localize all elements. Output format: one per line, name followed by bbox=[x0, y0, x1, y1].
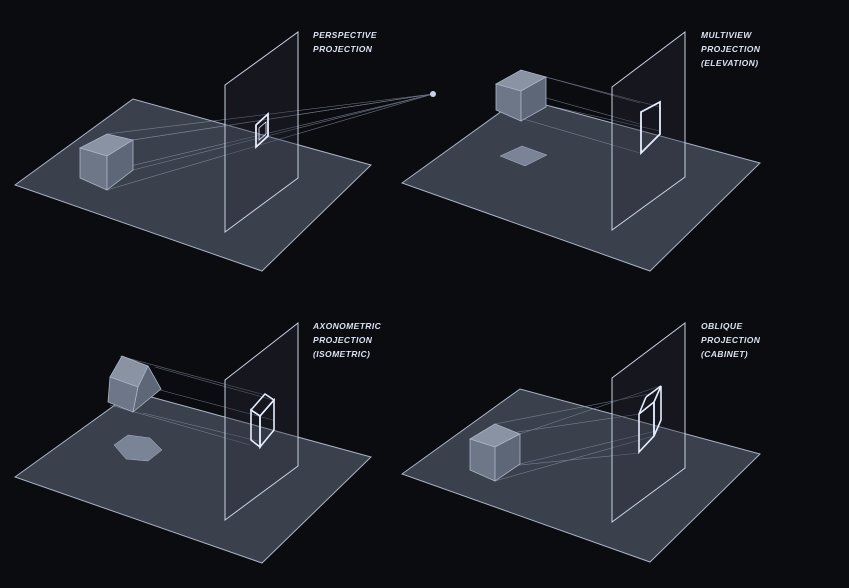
projection-lines bbox=[79, 93, 434, 191]
label-line: OBLIQUE bbox=[701, 321, 743, 331]
projection-plane bbox=[224, 321, 299, 521]
ground-plane bbox=[13, 391, 372, 564]
label-line: PROJECTION bbox=[313, 44, 373, 54]
oblique-diagram bbox=[400, 321, 761, 563]
projection-plane bbox=[224, 31, 299, 233]
axonometric-projection-label: AXONOMETRIC PROJECTION (ISOMETRIC) bbox=[313, 319, 381, 361]
label-line: AXONOMETRIC bbox=[313, 321, 382, 331]
oblique-projection-label: OBLIQUE PROJECTION (CABINET) bbox=[701, 319, 760, 361]
projected-image bbox=[638, 385, 662, 455]
label-line: (CABINET) bbox=[701, 349, 749, 359]
ground-plane bbox=[400, 97, 761, 272]
cube bbox=[78, 133, 135, 191]
label-line: PROJECTION bbox=[701, 44, 761, 54]
cube bbox=[469, 423, 521, 482]
plan-view-shadow bbox=[499, 145, 548, 167]
perspective-projection-label: PERSPECTIVE PROJECTION bbox=[313, 28, 377, 56]
perspective-diagram bbox=[13, 31, 436, 272]
projected-image bbox=[255, 111, 269, 150]
label-line: PROJECTION bbox=[701, 335, 761, 345]
label-line: (ISOMETRIC) bbox=[313, 349, 371, 359]
eye-point bbox=[430, 91, 436, 97]
label-line: PROJECTION bbox=[313, 335, 373, 345]
projected-image bbox=[249, 392, 276, 450]
projection-plane bbox=[611, 30, 686, 231]
label-line: (ELEVATION) bbox=[701, 58, 759, 68]
plan-view-shadow bbox=[113, 434, 163, 462]
projection-plane bbox=[611, 321, 686, 523]
cube bbox=[107, 355, 162, 414]
label-line: PERSPECTIVE bbox=[313, 30, 377, 40]
ground-plane bbox=[13, 98, 372, 272]
label-line: MULTIVIEW bbox=[701, 30, 752, 40]
axonometric-diagram bbox=[13, 321, 372, 564]
multiview-diagram bbox=[400, 30, 761, 272]
multiview-projection-label: MULTIVIEW PROJECTION (ELEVATION) bbox=[701, 28, 760, 70]
projected-image bbox=[640, 100, 661, 156]
ground-plane bbox=[400, 388, 761, 563]
cube bbox=[494, 69, 548, 122]
